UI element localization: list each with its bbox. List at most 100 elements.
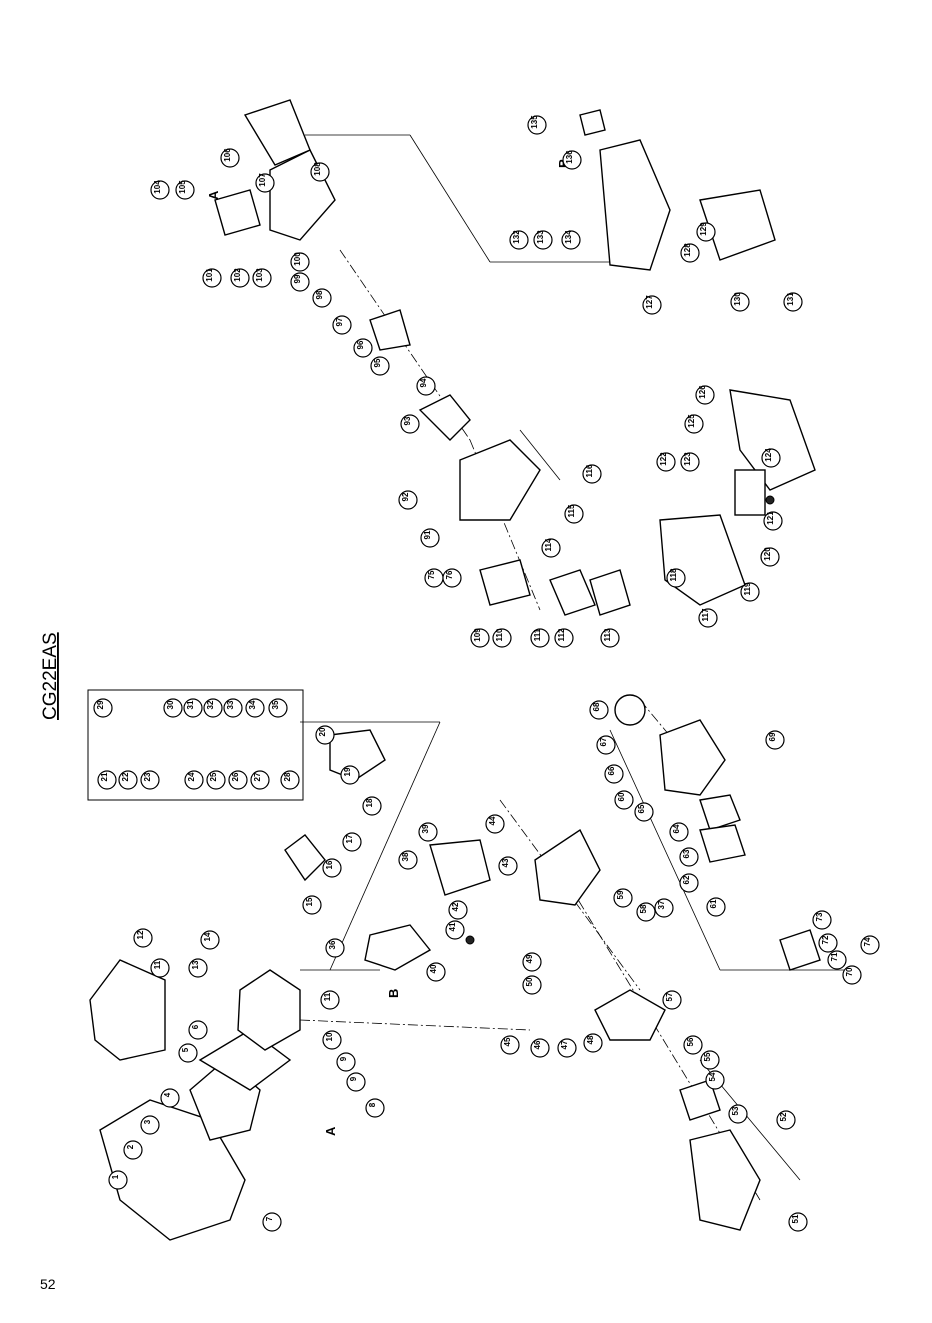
callout-55: 55	[700, 1050, 720, 1070]
crankshaft-part	[594, 989, 666, 1041]
callout-108: 108	[310, 162, 330, 182]
callout-label: 2	[126, 1144, 135, 1149]
callout-label: 99	[293, 274, 302, 283]
callout-circle	[812, 910, 832, 930]
callout-label: 108	[313, 162, 322, 176]
callout-label: 9	[339, 1056, 348, 1061]
callout-label: 28	[283, 772, 292, 781]
callout-label: 123	[683, 452, 692, 466]
callout-circle	[582, 464, 602, 484]
callout-31: 31	[183, 698, 203, 718]
callout-circle	[133, 928, 153, 948]
callout-label: 63	[682, 849, 691, 858]
callout-label: 109	[473, 628, 482, 642]
callout-circle	[827, 950, 847, 970]
clutch-drum-part	[418, 394, 471, 441]
callout-label: 47	[560, 1040, 569, 1049]
callout-111: 111	[530, 628, 550, 648]
callout-60: 60	[614, 790, 634, 810]
callout-circle	[150, 180, 170, 200]
callout-circle	[695, 385, 715, 405]
callout-circle	[342, 832, 362, 852]
tank-bracket-part	[699, 189, 776, 261]
callout-label: 39	[421, 824, 430, 833]
callout-75: 75	[424, 568, 444, 588]
callout-circle	[666, 568, 686, 588]
callout-47: 47	[557, 1038, 577, 1058]
callout-label: 73	[815, 912, 824, 921]
callout-label: 104	[153, 180, 162, 194]
recoil-spring-part	[699, 794, 741, 831]
engine-parts	[89, 99, 821, 1241]
callout-label: 111	[533, 628, 542, 641]
callout-circle	[763, 511, 783, 531]
callout-label: 23	[143, 772, 152, 781]
callout-label: 59	[616, 890, 625, 899]
callout-label: 13	[191, 960, 200, 969]
callout-65: 65	[634, 802, 654, 822]
callout-98: 98	[312, 288, 332, 308]
callout-107: 107	[255, 173, 275, 193]
callout-115: 115	[564, 504, 584, 524]
callout-label: 31	[186, 700, 195, 709]
callout-113: 113	[600, 628, 620, 648]
callout-circle	[589, 700, 609, 720]
callout-circle	[188, 958, 208, 978]
callout-label: 40	[429, 964, 438, 973]
callout-120: 120	[760, 547, 780, 567]
callout-circle	[706, 897, 726, 917]
callout-67: 67	[596, 735, 616, 755]
callout-label: 125	[687, 414, 696, 428]
callout-135: 135	[527, 115, 547, 135]
callout-95: 95	[370, 356, 390, 376]
callout-circle	[325, 938, 345, 958]
air-cleaner-part	[364, 924, 432, 971]
callout-label: 62	[682, 875, 691, 884]
callout-label: 129	[699, 222, 708, 236]
callout-circle	[818, 933, 838, 953]
callout-circle	[679, 847, 699, 867]
callout-label: 60	[617, 792, 626, 801]
callout-label: 56	[686, 1037, 695, 1046]
callout-58: 58	[636, 902, 656, 922]
callout-54: 54	[705, 1070, 725, 1090]
callout-circle	[302, 895, 322, 915]
callout-label: 127	[645, 295, 654, 309]
callout-label: 8	[368, 1102, 377, 1107]
callout-label: 126	[698, 385, 707, 399]
callout-circle	[776, 1110, 796, 1130]
callout-15: 15	[302, 895, 322, 915]
callout-circle	[245, 698, 265, 718]
callout-124: 124	[761, 448, 781, 468]
callout-label: 135	[530, 115, 539, 129]
callout-circle	[160, 1088, 180, 1108]
marker-a-upper: A	[206, 190, 221, 200]
callout-21: 21	[97, 770, 117, 790]
callout-circle	[740, 582, 760, 602]
callout-circle	[346, 1072, 366, 1092]
callout-label: 57	[665, 992, 674, 1001]
callout-66: 66	[604, 764, 624, 784]
callout-label: 68	[592, 702, 601, 711]
callout-circle	[642, 295, 662, 315]
callout-label: 118	[669, 568, 678, 581]
callout-circle	[123, 1140, 143, 1160]
callout-128: 128	[680, 243, 700, 263]
callout-label: 65	[637, 804, 646, 813]
callout-26: 26	[228, 770, 248, 790]
callout-62: 62	[679, 873, 699, 893]
callout-circle	[230, 268, 250, 288]
callout-133: 133	[533, 230, 553, 250]
callout-circle	[183, 698, 203, 718]
callout-circle	[783, 292, 803, 312]
callout-circle	[416, 376, 436, 396]
callout-label: 97	[335, 317, 344, 326]
callout-71: 71	[827, 950, 847, 970]
callout-30: 30	[163, 698, 183, 718]
callout-50: 50	[522, 975, 542, 995]
callout-61: 61	[706, 897, 726, 917]
callout-label: 103	[255, 268, 264, 282]
callout-circle	[522, 952, 542, 972]
callout-circle	[564, 504, 584, 524]
